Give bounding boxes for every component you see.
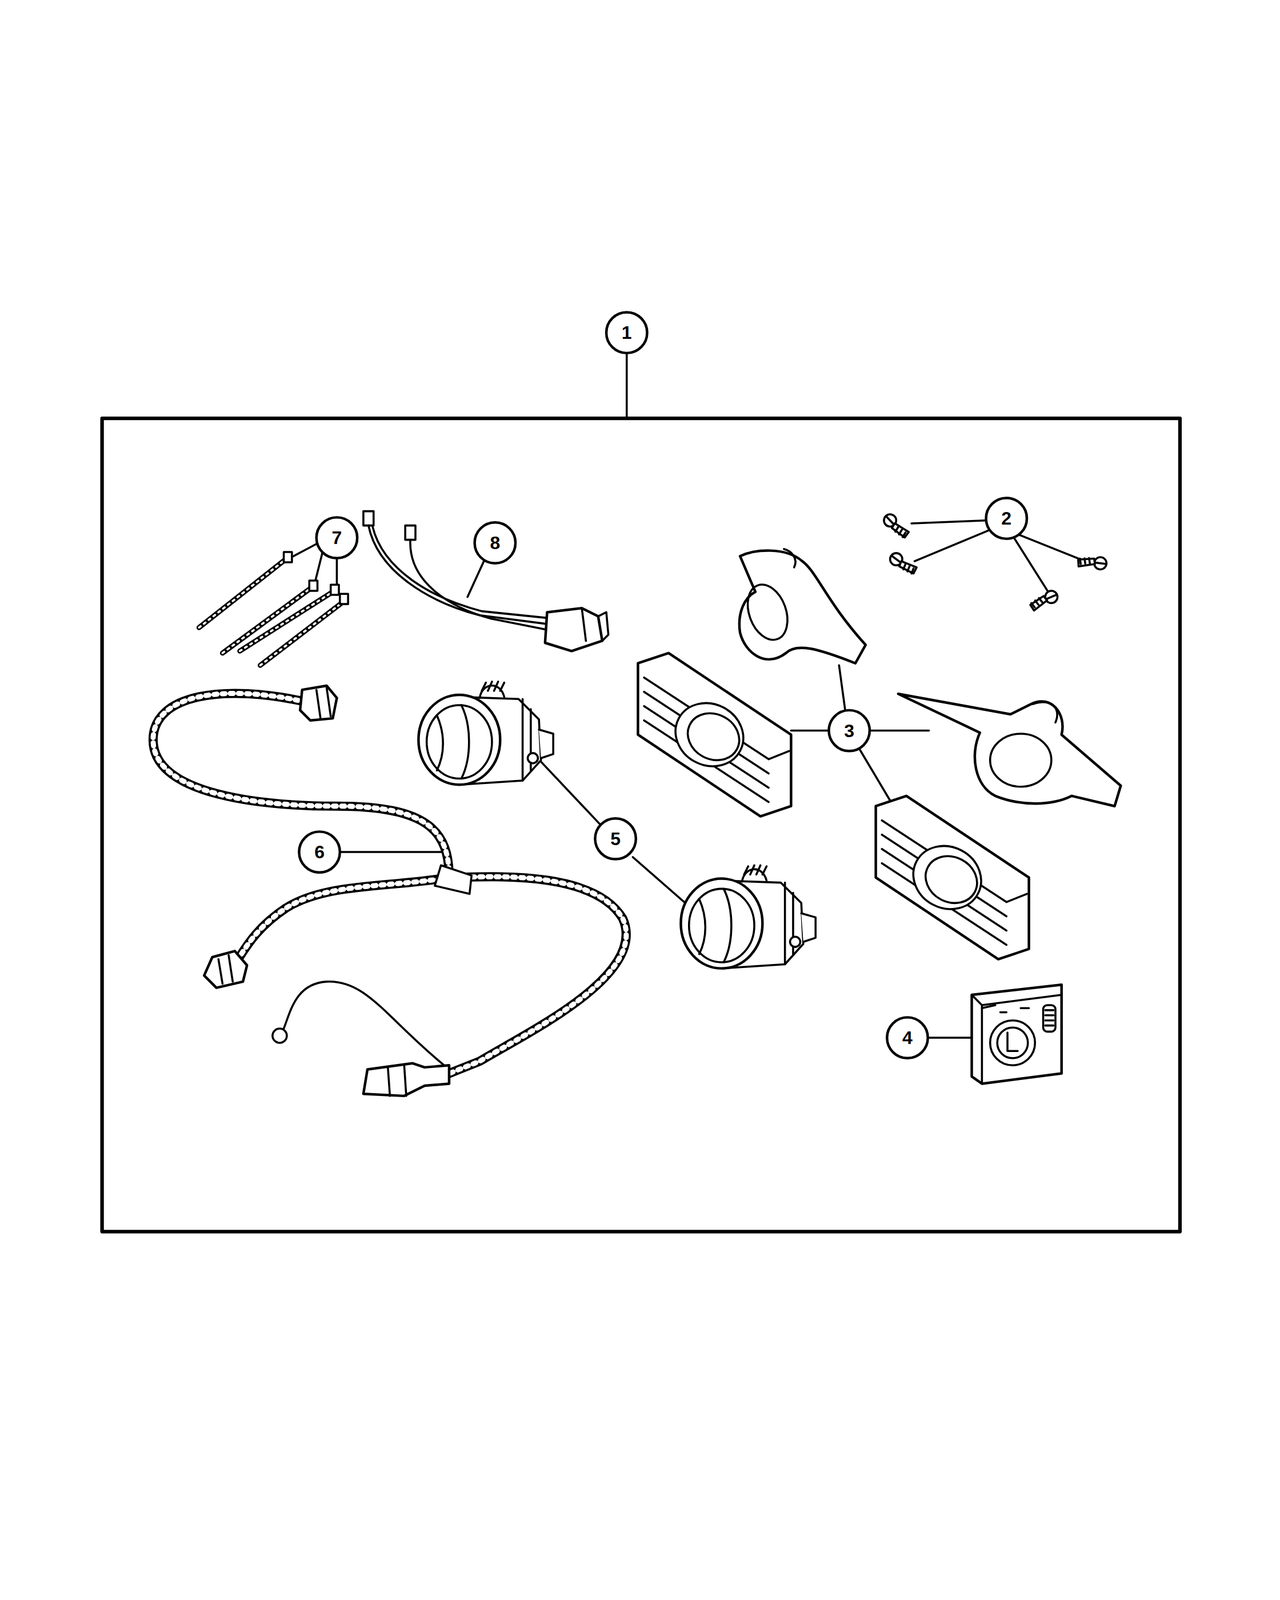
screws: [881, 513, 1110, 618]
drawing-part: [260, 602, 344, 666]
drawing-part: [886, 1017, 928, 1058]
drawing-part: [1033, 702, 1058, 723]
drawing-part: [740, 578, 795, 646]
drawing-part: [300, 685, 337, 721]
kit-frame: [102, 418, 1180, 1232]
drawing-part: [594, 818, 636, 859]
drawing-part: [545, 608, 603, 651]
drawing-part: [298, 831, 340, 872]
drawing-part: [474, 522, 516, 563]
drawing-part: [405, 525, 416, 540]
drawing-part: [363, 1063, 450, 1096]
drawing-part: [972, 994, 1062, 1084]
drawing-part: [784, 549, 796, 568]
drawing-part: [222, 588, 311, 654]
drawing-part: [363, 511, 374, 526]
jumper-harness: [363, 511, 609, 652]
drawing-part: [928, 1036, 972, 1039]
callout-number: 6: [314, 842, 325, 862]
callout-number: 4: [902, 1028, 913, 1047]
callout-circles: [298, 312, 1027, 1058]
drawing-part: [532, 753, 698, 915]
drawing-part: [418, 681, 554, 785]
drawing-part: [434, 865, 472, 894]
drawing-part: [1043, 1005, 1056, 1032]
drawing-part: [284, 981, 450, 1070]
drawing-part: [330, 584, 339, 595]
drawing-part: [316, 688, 331, 719]
drawing-part: [606, 312, 647, 353]
drawing-part: [234, 877, 450, 965]
drawing-part: [1075, 548, 1109, 579]
drawing-part: [368, 525, 552, 625]
drawing-part: [986, 497, 1027, 539]
drawing-part: [309, 580, 318, 591]
drawing-part: [340, 593, 348, 604]
drawing-part: [1028, 584, 1060, 618]
drawing-part: [1007, 1032, 1018, 1051]
drawing-part: [680, 865, 816, 968]
drawing-part: [972, 984, 1062, 1084]
callout-number: 1: [621, 323, 632, 342]
drawing-part: [284, 552, 292, 563]
drawing-part: [204, 950, 247, 988]
drawing-part: [372, 526, 552, 619]
drawing-part: [102, 418, 1180, 1232]
drawing-part: [272, 1028, 287, 1043]
leader-lines: [288, 354, 1091, 1038]
drawing-part: [153, 693, 627, 1074]
drawing-part: [981, 1005, 1029, 1013]
drawing-part: [881, 513, 912, 538]
drawing-part: [316, 517, 358, 558]
drawing-part: [990, 1020, 1036, 1066]
drawing-part: [1045, 1010, 1054, 1026]
drawing-part: [990, 733, 1052, 787]
drawing-part: [637, 653, 791, 817]
drawing-part: [581, 608, 608, 641]
drawing-part: [222, 588, 311, 654]
bezels: [637, 549, 1121, 960]
drawing-part: [260, 602, 344, 666]
drawing-part: [828, 710, 870, 751]
callout-number: 2: [1001, 509, 1012, 528]
fog-lamp-harness: [153, 685, 627, 1096]
drawing-part: [739, 550, 866, 664]
drawing-part: [625, 354, 628, 419]
drawing-part: [153, 693, 627, 1074]
drawing-part: [790, 665, 929, 815]
callout-number: 8: [489, 533, 500, 552]
headlamp-switch: [972, 984, 1062, 1084]
drawing-part: [997, 1027, 1028, 1059]
callout-number: 5: [610, 829, 621, 848]
drawing-part: [218, 954, 233, 984]
drawing-part: [898, 693, 1121, 806]
drawing-part: [234, 877, 450, 965]
drawing-part: [340, 850, 450, 854]
callout-number: 3: [844, 721, 855, 740]
callout-number: 7: [332, 528, 343, 547]
drawing-part: [890, 553, 917, 574]
drawing-part: [876, 796, 1030, 960]
drawing-part: [467, 561, 484, 597]
drawing-part: [388, 1065, 407, 1096]
tie-wraps: [198, 552, 348, 666]
